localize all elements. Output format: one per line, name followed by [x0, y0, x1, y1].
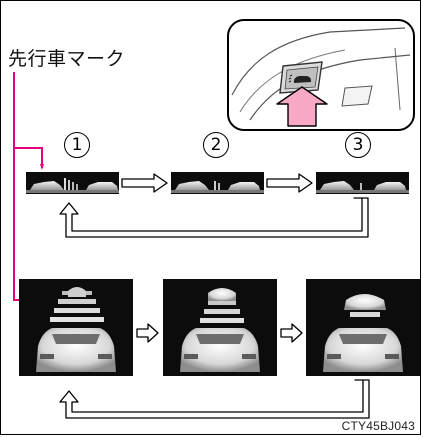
- outline-right-arrow-icon: [121, 173, 168, 193]
- outline-right-arrow-icon: [280, 323, 303, 343]
- outline-right-arrow-icon: [266, 173, 313, 193]
- step-number-3: 3: [345, 132, 371, 158]
- switch-inset: [227, 19, 415, 131]
- side-view-panel-3: [316, 172, 409, 194]
- rear-view-panel-3: [306, 279, 420, 376]
- rear-view-panel-1: [19, 279, 133, 376]
- front-vehicle-mark-label: 先行車マーク: [8, 48, 126, 70]
- side-view-panel-1: [26, 172, 119, 194]
- step-number-2: 2: [203, 132, 229, 158]
- rear-view-panel-2: [163, 279, 277, 376]
- loop-back-arrow-icon: [59, 379, 370, 419]
- loop-back-arrow-icon: [59, 197, 369, 238]
- car-distance-icon: [279, 61, 323, 94]
- side-view-panel-2: [171, 172, 264, 194]
- outline-right-arrow-icon: [136, 323, 159, 343]
- figure-code-caption: CTY45BJ043: [341, 419, 415, 433]
- step-number-1: 1: [64, 132, 90, 158]
- up-arrow-icon: [276, 86, 328, 127]
